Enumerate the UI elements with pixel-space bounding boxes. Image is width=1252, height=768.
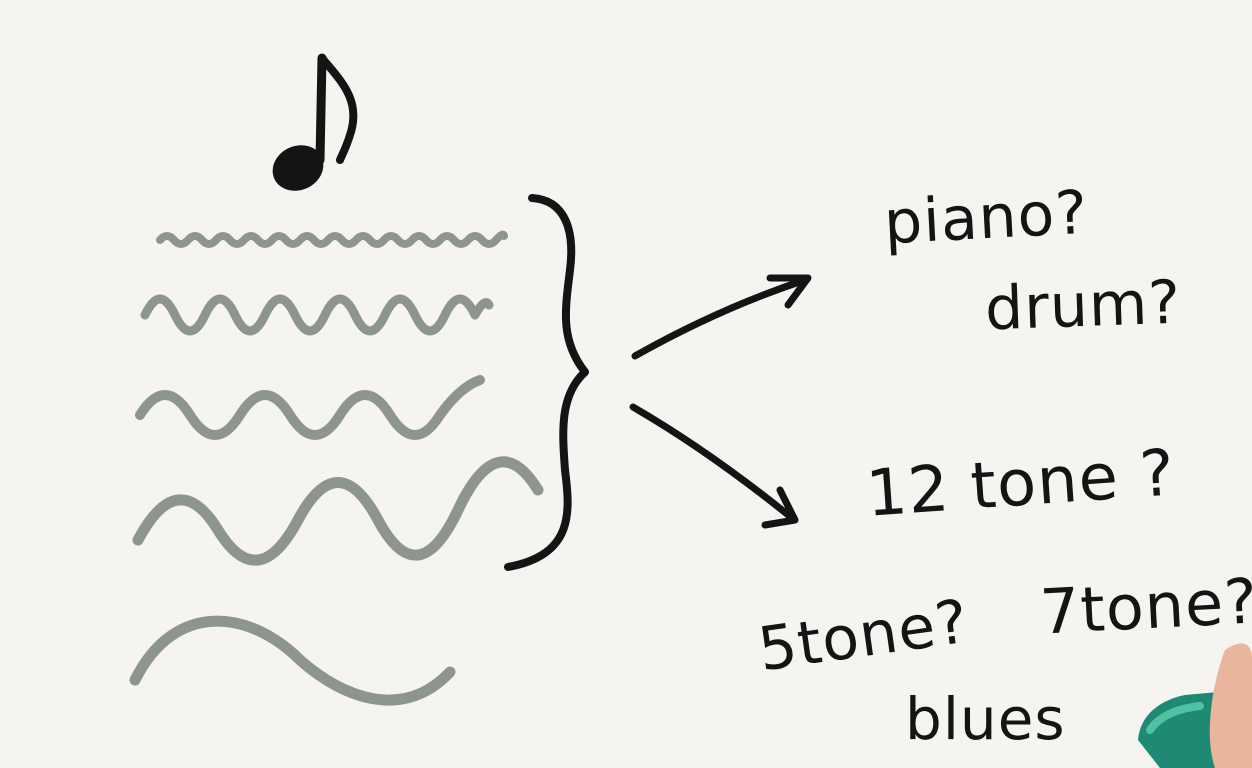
blues-label: blues [905,685,1066,753]
sound-waves [129,230,544,706]
wave-high-frequency [140,294,494,336]
eighth-note-icon [272,53,358,191]
seven-tone-label: 7tone? [1038,564,1252,649]
wave-low-frequency [132,456,544,566]
arrow-up-right [631,274,812,360]
right-curly-brace [504,194,589,571]
arrow-down-right [629,403,799,529]
wave-medium-frequency [135,375,485,440]
piano-label: piano? [882,177,1090,259]
marker-pen [1138,643,1252,768]
wave-highest-frequency [156,230,508,248]
drum-label: drum? [983,267,1183,345]
wave-lowest-frequency [129,615,456,706]
